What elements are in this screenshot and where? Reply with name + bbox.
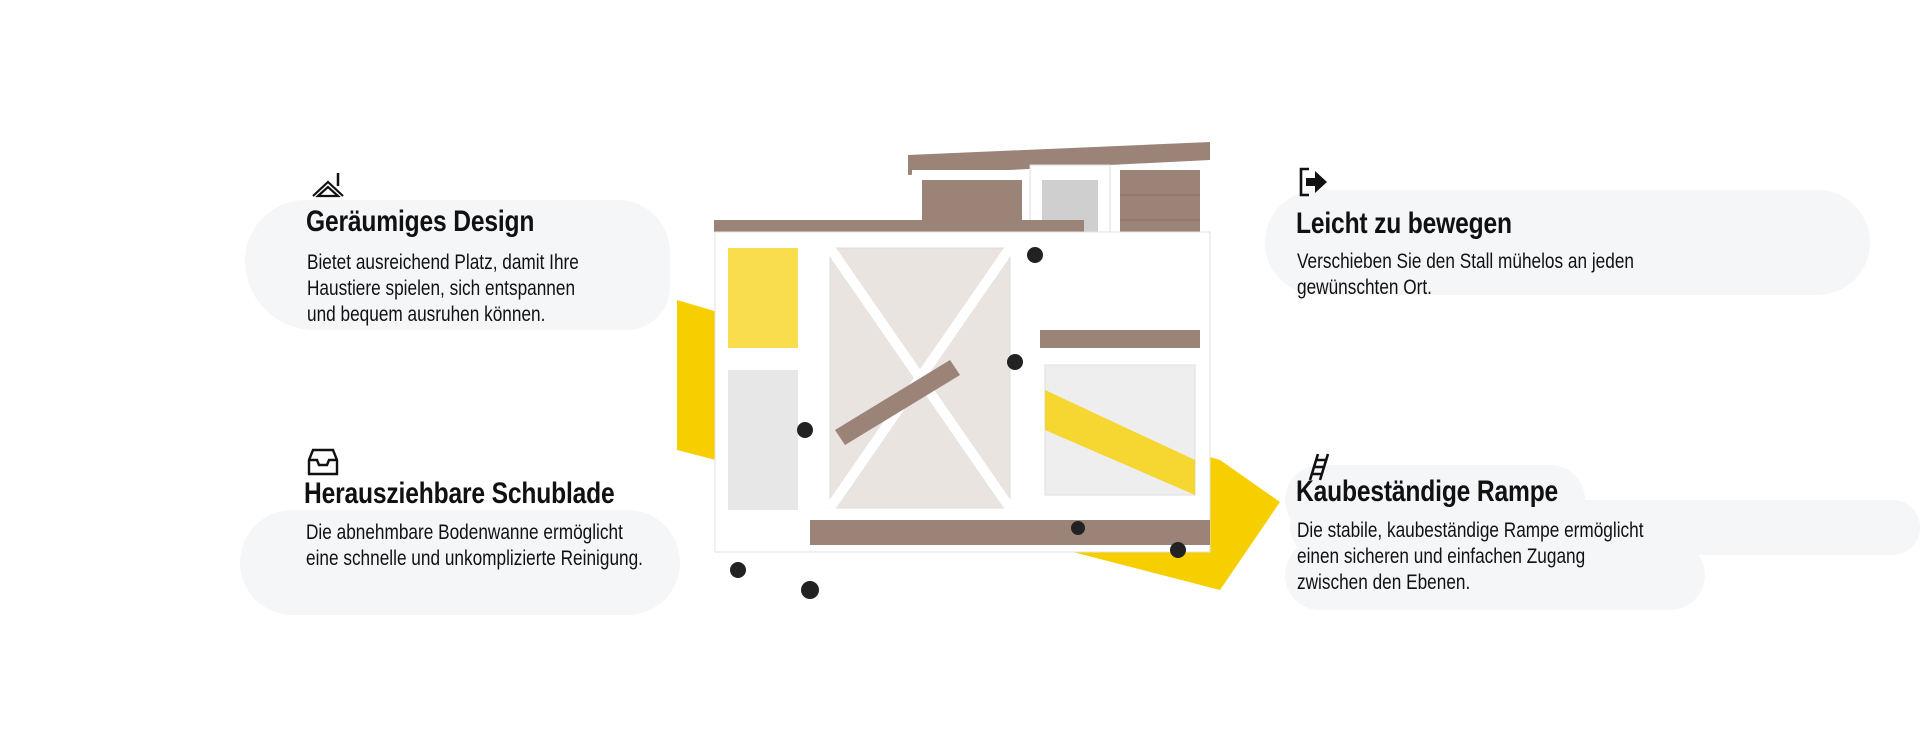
feature-title: Leicht zu bewegen <box>1296 207 1512 240</box>
house-icon <box>312 173 344 198</box>
description-line: einen sicheren und einfachen Zugang <box>1297 545 1586 568</box>
description-line: Verschieben Sie den Stall mühelos an jed… <box>1297 250 1634 273</box>
description-line: Haustiere spielen, sich entspannen <box>307 277 576 300</box>
background-blob <box>240 510 680 615</box>
drawer-tray-icon <box>307 448 339 476</box>
description-line: und bequem ausruhen können. <box>307 303 546 326</box>
description-line: Bietet ausreichend Platz, damit Ihre <box>307 251 579 274</box>
description-line: gewünschten Ort. <box>1297 276 1432 299</box>
description-line: zwischen den Ebenen. <box>1297 571 1471 594</box>
feature-description: Die abnehmbare Bodenwanne ermöglicht ein… <box>306 520 643 572</box>
background-blob <box>245 200 670 330</box>
move-arrow-icon <box>1299 167 1327 197</box>
feature-description: Die stabile, kaubeständige Rampe ermögli… <box>1297 518 1644 596</box>
background-blob <box>1285 540 1705 610</box>
rabbit-hutch-image <box>677 142 1280 599</box>
description-line: eine schnelle und unkomplizierte Reinigu… <box>306 547 643 570</box>
feature-title: Kaubeständige Rampe <box>1296 475 1559 508</box>
feature-title: Herausziehbare Schublade <box>304 477 615 510</box>
feature-title: Geräumiges Design <box>306 205 535 238</box>
description-line: Die abnehmbare Bodenwanne ermöglicht <box>306 521 623 544</box>
ladder-icon <box>1308 453 1330 481</box>
description-line: Die stabile, kaubeständige Rampe ermögli… <box>1297 519 1644 542</box>
feature-description: Bietet ausreichend Platz, damit Ihre Hau… <box>307 250 579 328</box>
feature-description: Verschieben Sie den Stall mühelos an jed… <box>1297 249 1634 301</box>
background-blob <box>1265 190 1870 295</box>
